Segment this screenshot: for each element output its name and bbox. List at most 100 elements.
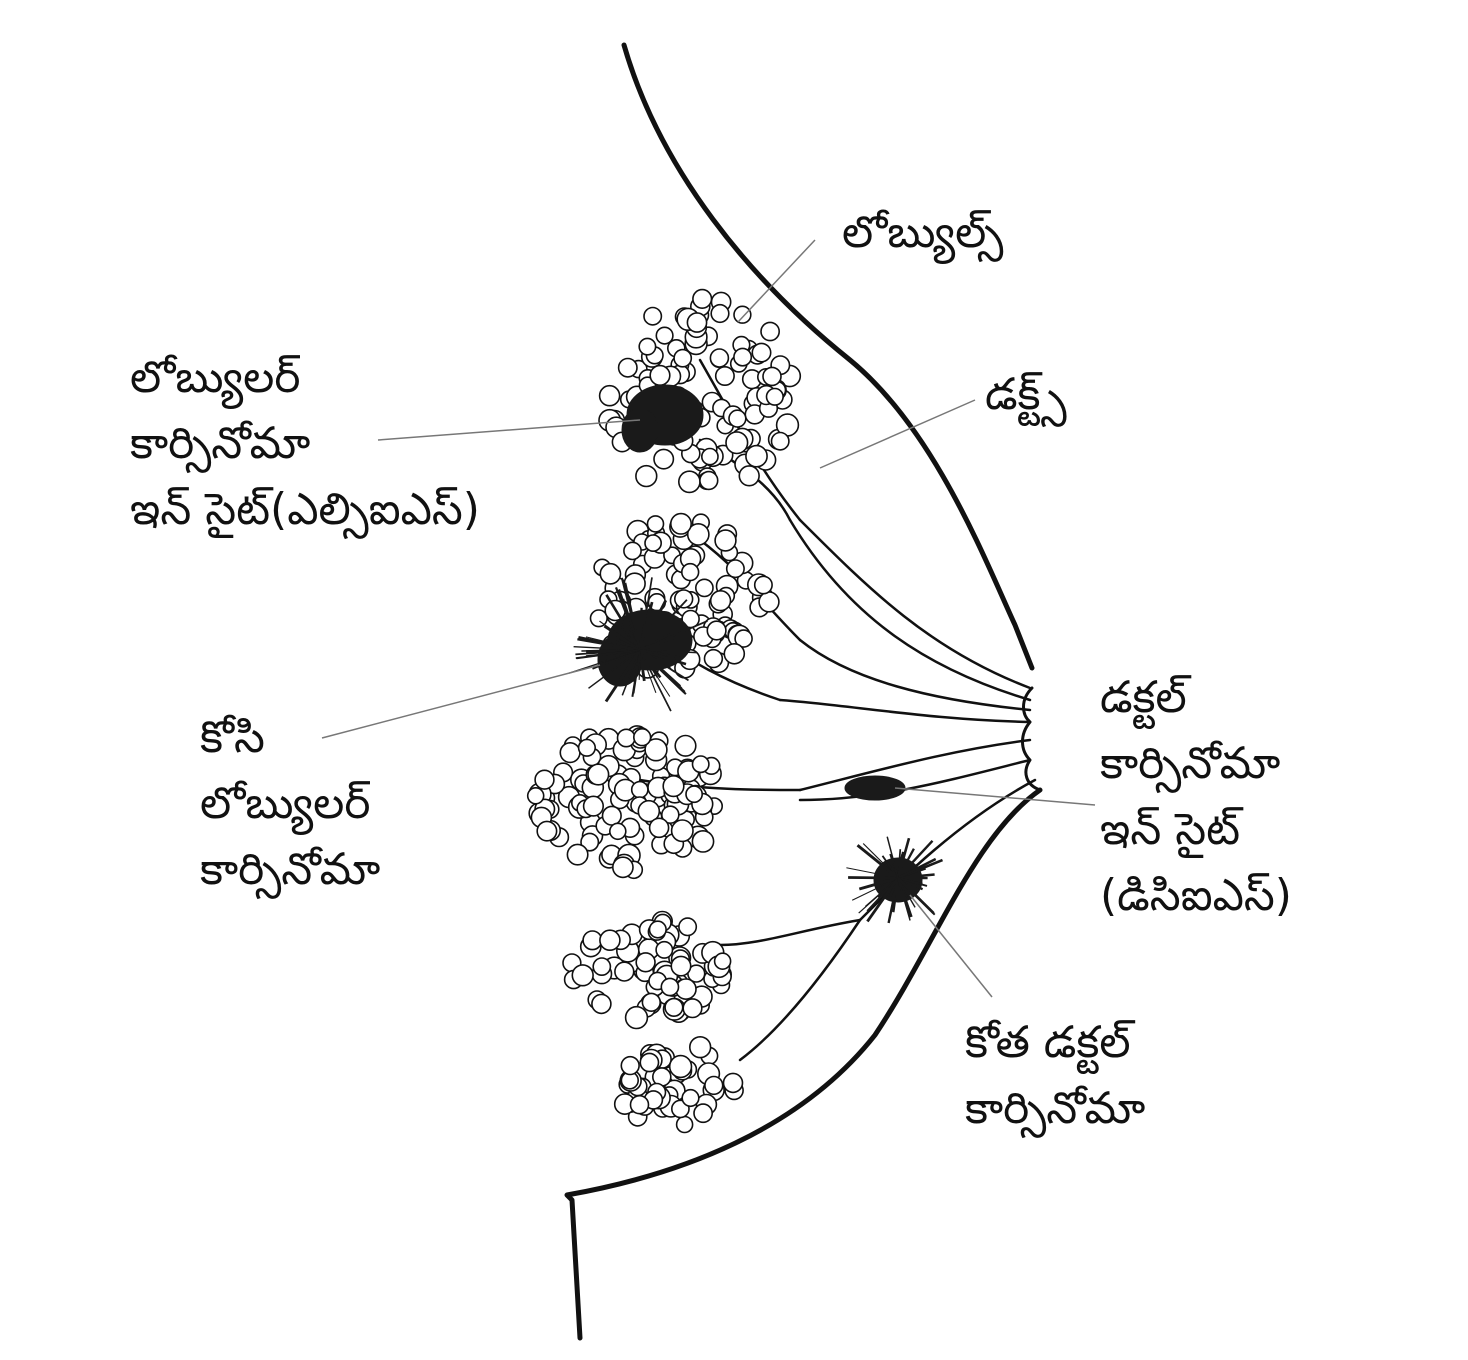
label-ducts-text: డక్ట్స్ xyxy=(985,369,1067,420)
alveolus xyxy=(686,523,710,546)
alveolus xyxy=(653,448,675,470)
alveolus xyxy=(587,763,610,786)
tumor-spicule xyxy=(858,876,899,891)
tumor-spicule xyxy=(581,649,641,652)
alveolus xyxy=(614,961,635,982)
lcis-tumor-mass xyxy=(621,384,704,453)
alveolus xyxy=(559,741,581,764)
alveolus xyxy=(580,832,600,852)
alveolus xyxy=(710,303,730,324)
alveolus xyxy=(660,805,680,825)
label-invasive-lobular: కోసి లోబ్యులర్ కార్సినోమా xyxy=(200,705,380,903)
breast-outline-lower xyxy=(564,787,1043,1341)
alveolus xyxy=(635,464,658,488)
alveolus xyxy=(566,843,589,866)
alveolus xyxy=(709,589,732,612)
label-lcis-line-1: లోబ్యులర్ xyxy=(130,352,301,403)
alveolus xyxy=(582,795,605,817)
tumor-spicule xyxy=(639,648,665,667)
lobule-cluster-upper xyxy=(598,288,802,494)
tumor-spicule xyxy=(639,649,657,693)
invasive-ductal-tumor-mass xyxy=(846,836,943,924)
alveolus xyxy=(592,957,612,977)
tumor-spicule xyxy=(585,649,641,657)
alveolus xyxy=(589,609,608,628)
label-invasive-lobular-line-3: కార్సినోమా xyxy=(200,844,381,895)
tumor-spicule xyxy=(886,836,899,879)
lobule-cluster-bottom xyxy=(613,1035,744,1134)
alveolus xyxy=(632,727,652,747)
alveolus xyxy=(686,312,708,333)
alveolus xyxy=(753,575,773,595)
label-lcis: లోబ్యులర్ కార్సినోమా ఇన్ సైట్(ఎల్సిఐఎస్) xyxy=(130,345,480,543)
alveolus xyxy=(669,512,692,535)
label-invasive-ductal-line-2: కార్సినోమా xyxy=(965,1083,1146,1134)
tumor-spicule xyxy=(864,877,899,908)
alveolus xyxy=(629,1094,650,1115)
lobule-cluster-lower xyxy=(562,910,732,1030)
label-dcis-line-2: కార్సినోమా xyxy=(1100,738,1281,789)
alveolus xyxy=(641,992,661,1012)
breast-outline-upper xyxy=(621,42,1035,671)
alveolus xyxy=(688,1035,712,1059)
alveolus xyxy=(770,431,790,451)
tumor-spicule xyxy=(577,637,641,652)
tumor-spicule xyxy=(639,611,677,651)
alveolus xyxy=(678,917,698,937)
tumor-spicule xyxy=(897,877,911,921)
tumor-spicule xyxy=(638,601,654,651)
alveolus xyxy=(681,1088,700,1108)
alveolus xyxy=(526,786,545,805)
alveolus xyxy=(599,562,622,585)
alveolus xyxy=(637,799,661,823)
alveolus xyxy=(660,977,680,997)
nipple-outline xyxy=(1021,686,1042,792)
alveolus xyxy=(617,357,638,378)
tumor-spicule xyxy=(621,649,641,696)
alveolus xyxy=(648,920,667,939)
leader-line-invasive-lobular xyxy=(321,664,601,739)
alveolus xyxy=(638,337,657,356)
alveolus xyxy=(655,940,674,959)
label-dcis: డక్టల్ కార్సినోమా ఇన్ సైట్ (డిసిఐఎస్) xyxy=(1100,665,1292,929)
label-lcis-line-3: ఇన్ సైట్(ఎల్సిఐఎస్) xyxy=(130,484,480,535)
tumor-spicule xyxy=(639,649,672,712)
tumor-spicule xyxy=(638,599,668,651)
leader-line-lobules xyxy=(737,239,816,323)
tumor-spicule xyxy=(897,877,928,887)
tumor-spicule xyxy=(639,649,687,695)
tumor-spicule xyxy=(588,649,641,689)
alveolus xyxy=(674,734,697,757)
alveolus xyxy=(738,465,760,487)
alveolus xyxy=(751,342,772,363)
tumor-spicule xyxy=(638,607,643,651)
alveolus xyxy=(601,805,622,826)
alveolus xyxy=(577,738,597,757)
tumor-spicule xyxy=(615,638,641,651)
alveolus xyxy=(646,515,665,533)
alveolus xyxy=(598,384,621,407)
alveolus xyxy=(691,830,715,853)
alveolus xyxy=(678,470,701,494)
alveolus xyxy=(733,347,753,367)
tumor-spicule xyxy=(639,649,697,654)
tumor-spicule xyxy=(639,636,675,652)
tumor-spicule xyxy=(846,867,899,879)
tumor-spicule xyxy=(603,625,641,652)
leader-line-lcis xyxy=(377,419,641,441)
label-dcis-line-4: (డిసిఐఎస్) xyxy=(1100,870,1292,921)
alveolus xyxy=(722,1072,744,1094)
alveolus xyxy=(623,541,642,561)
tumor-spicule xyxy=(606,649,641,661)
alveolus xyxy=(673,589,694,609)
alveolus xyxy=(709,348,730,368)
alveolus xyxy=(643,306,663,326)
alveolus xyxy=(701,447,719,466)
tumor-spicule xyxy=(896,837,911,879)
tumor-spicule xyxy=(866,877,900,923)
alveolus xyxy=(571,964,594,987)
label-lobules-text: లోబ్యుల్స్ xyxy=(842,207,1004,258)
invasive-lobular-tumor-mass xyxy=(568,577,708,712)
